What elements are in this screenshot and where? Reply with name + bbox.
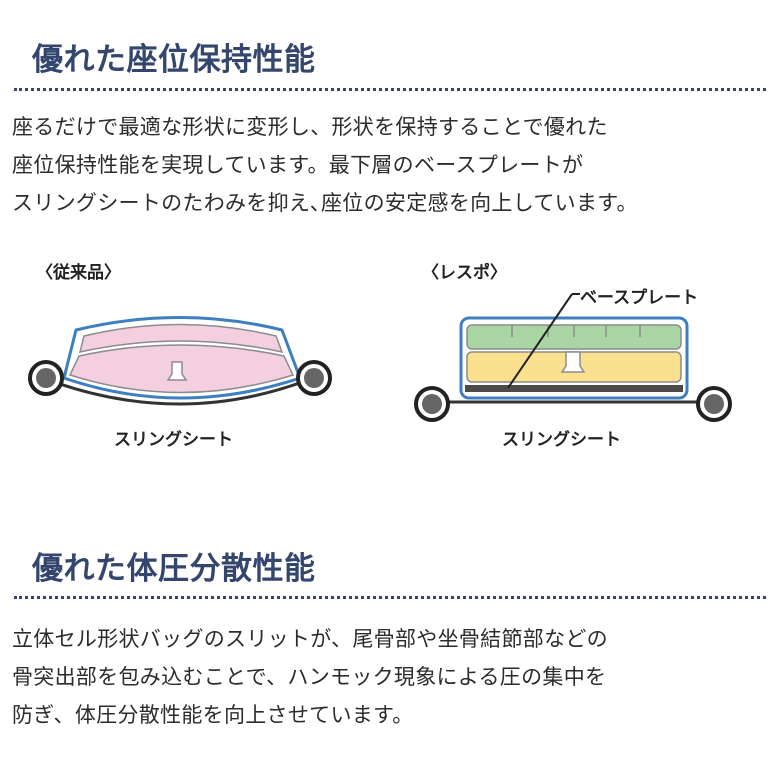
- dotted-divider: [14, 88, 766, 91]
- paragraph-line: 骨突出部を包み込むことで、ハンモック現象による圧の集中を: [12, 665, 607, 689]
- dotted-divider: [14, 596, 766, 599]
- section-paragraph-seating: 座るだけで最適な形状に変形し、形状を保持することで優れた 座位保持性能を実現して…: [12, 108, 777, 222]
- paragraph-line: 座位保持性能を実現しています。最下層のベースプレートが: [12, 153, 584, 177]
- cushion-slit-right: [560, 351, 586, 373]
- paragraph-line: 立体セル形状バッグのスリットが、尾骨部や坐骨結節部などの: [12, 627, 608, 651]
- paragraph-line: 座るだけで最適な形状に変形し、形状を保持することで優れた: [12, 115, 608, 139]
- section-paragraph-pressure: 立体セル形状バッグのスリットが、尾骨部や坐骨結節部などの 骨突出部を包み込むこと…: [12, 620, 777, 734]
- sling-seat-line-left: [37, 374, 319, 406]
- cushion-top-layer-left: [78, 323, 284, 354]
- sling-seat-caption-right: スリングシート: [502, 430, 621, 450]
- wheel-hub-left-a: [36, 368, 56, 388]
- wheel-hub-left-b: [304, 368, 324, 388]
- conventional-cushion-illustration: [28, 316, 332, 406]
- base-plate: [465, 385, 683, 392]
- wheel-hub-right-a: [422, 394, 442, 414]
- section-heading-pressure: 優れた体圧分散性能: [32, 551, 316, 587]
- cushion-slit-left: [166, 361, 188, 381]
- paragraph-line: スリングシートのたわみを抑え､座位の安定感を向上しています。: [12, 191, 638, 215]
- respo-cushion-illustration: [414, 293, 732, 422]
- respo-title: 〈レスポ〉: [422, 263, 507, 283]
- paragraph-line: 防ぎ、体圧分散性能を向上させています。: [12, 703, 414, 727]
- wheel-hub-right-b: [704, 394, 724, 414]
- section-heading-seating: 優れた座位保持性能: [32, 42, 316, 78]
- sling-seat-caption-left: スリングシート: [114, 430, 233, 450]
- conventional-title: 〈従来品〉: [36, 263, 121, 283]
- callout-leader-line: [507, 293, 573, 389]
- base-plate-callout: ベースプレート: [580, 288, 699, 308]
